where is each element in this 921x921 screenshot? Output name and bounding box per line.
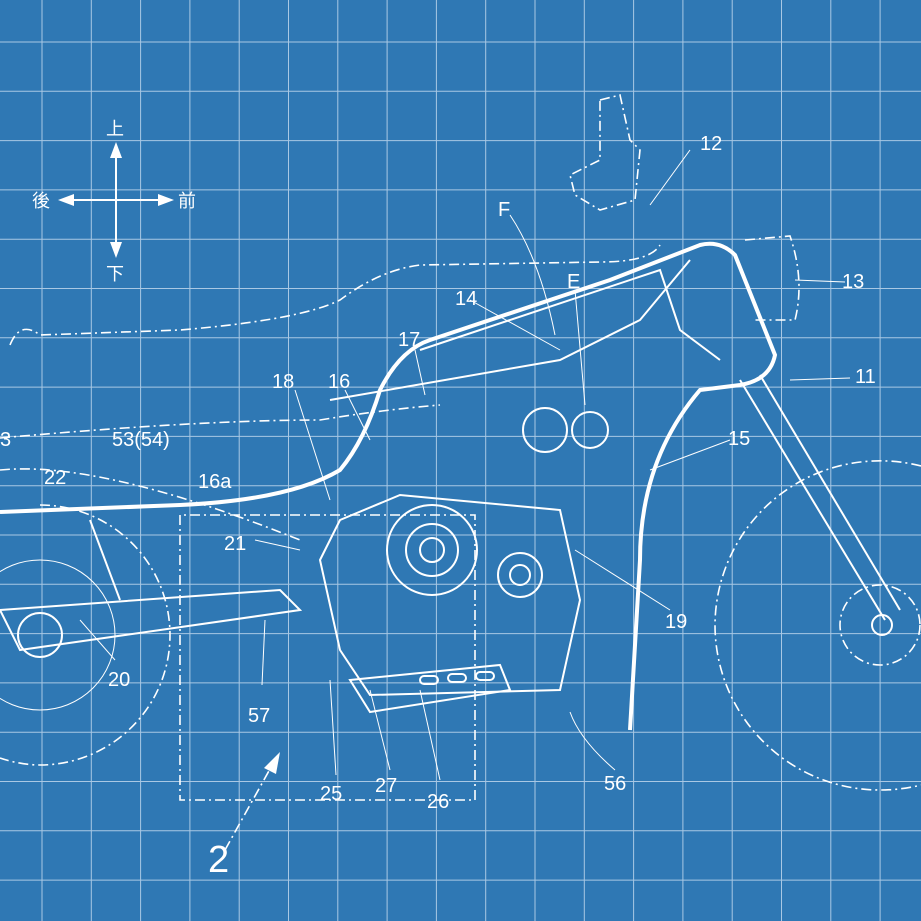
label-F: F [498,199,510,221]
label-20: 20 [108,669,130,691]
figure-label: 2 [208,839,229,881]
label-56: 56 [604,773,626,795]
label-22: 22 [44,467,66,489]
direction-up: 上 [106,119,124,140]
label-27: 27 [375,775,397,797]
reference-numerals: 12 13 F E 14 17 11 18 16 15 3 53(54) 22 … [0,133,876,881]
label-15: 15 [728,428,750,450]
label-17: 17 [398,329,420,351]
label-13: 13 [842,271,864,293]
label-E: E [567,271,580,293]
label-12: 12 [700,133,722,155]
label-16: 16 [328,371,350,393]
label-57: 57 [248,705,270,727]
direction-front: 前 [178,191,196,212]
label-11: 11 [855,366,876,388]
leader-lines [79,149,851,851]
direction-indicator: 上 下 後 前 [32,119,196,285]
label-18: 18 [272,371,294,393]
motorcycle-outline [0,94,921,801]
label-19: 19 [665,611,687,633]
label-53-54: 53(54) [112,429,170,451]
label-3: 3 [0,429,11,451]
direction-down: 下 [106,264,124,285]
direction-rear: 後 [32,191,50,212]
label-25: 25 [320,783,342,805]
label-21: 21 [224,533,246,555]
label-16a: 16a [198,471,232,493]
label-26: 26 [427,791,449,813]
label-14: 14 [455,288,477,310]
